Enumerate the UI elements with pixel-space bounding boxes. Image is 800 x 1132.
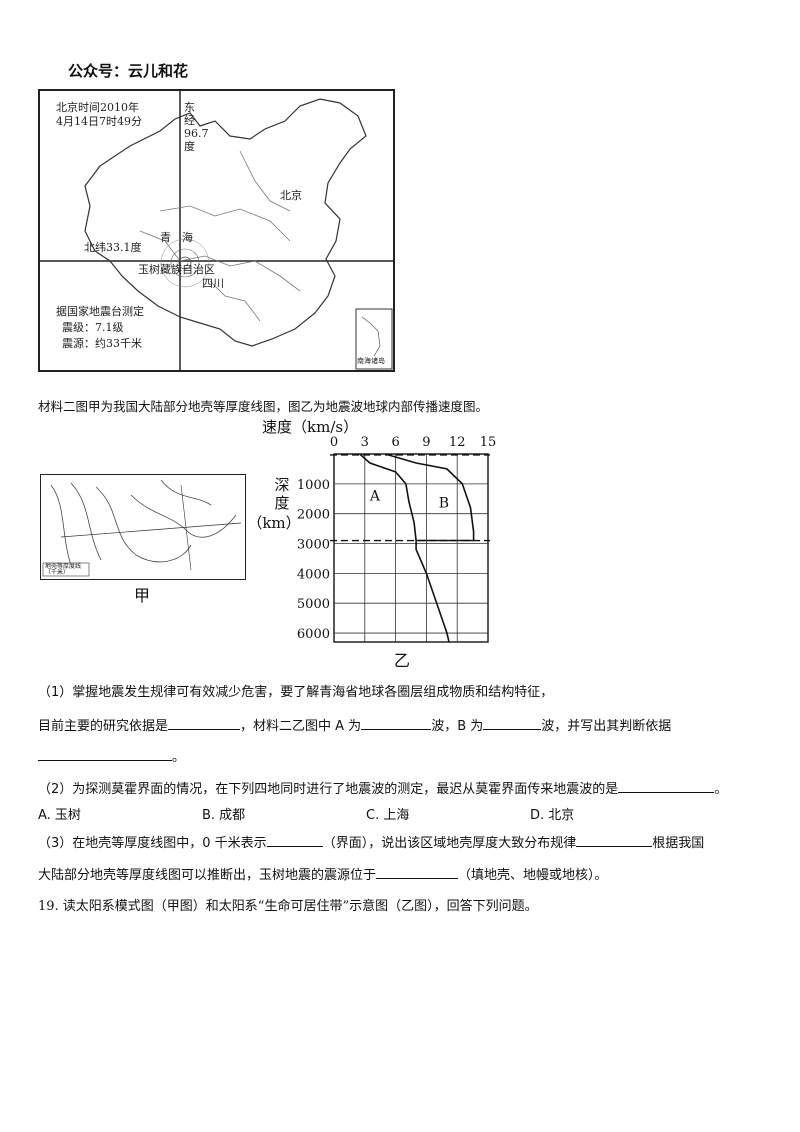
y-axis-title-part3: （km） [250, 514, 301, 532]
map-qinghai-label: 青 海 [160, 231, 193, 244]
q3-blank-pattern[interactable] [576, 832, 653, 847]
series-label-B: B [439, 496, 449, 512]
series-line-B [385, 453, 475, 643]
crust-thickness-map: 地壳等厚度线（千米） [40, 474, 246, 580]
map-time-line1: 北京时间2010年 [56, 101, 139, 114]
crust-map-legend: 地壳等厚度线（千米） [45, 563, 82, 576]
x-tick-12: 12 [449, 435, 466, 450]
seismic-wave-velocity-chart: 0 3 6 9 12 15 1000 2000 3000 4000 5000 6000 A B 速度（k… [250, 418, 497, 670]
q1-line2: 目前主要的研究依据是 ，材料二乙图中 A 为 波，B 为 波，并写出其判断依据 [38, 715, 671, 736]
q3-line2: 大陆部分地壳等厚度线图可以推断出，玉树地震的震源位于 （填地壳、地幔或地核）。 [38, 864, 608, 885]
map-source-line3: 震源：约33千米 [62, 337, 142, 350]
china-map-outline [40, 91, 393, 370]
q2-option-a[interactable]: A. 玉树 [38, 808, 81, 823]
x-tick-3: 3 [361, 435, 369, 450]
header-source: 公众号：云儿和花 [68, 62, 189, 80]
q2-stem-text: （2）为探测莫霍界面的情况，在下列四地同时进行了地震波的测定，最迟从莫霍界面传来… [38, 782, 619, 797]
series-label-A: A [369, 488, 381, 504]
map-longitude-label: 东经96.7度 [184, 101, 209, 153]
map-time-line2: 4月14日7时49分 [56, 115, 142, 128]
chart-frame [333, 453, 489, 643]
q2-option-c[interactable]: C. 上海 [366, 808, 410, 823]
q19-text: 19. 读太阳系模式图（甲图）和太阳系“生命可居住带”示意图（乙图），回答下列问… [38, 899, 538, 914]
map-sichuan-label: 四川 [202, 277, 224, 290]
y-axis-title-part2: 度 [274, 494, 289, 512]
q3-text-b: （界面），说出该区域地壳厚度大致分布规律 [322, 836, 577, 851]
map-yushu-label: 玉树藏族自治区 [138, 263, 215, 276]
fig-jia-caption: 甲 [134, 586, 151, 605]
q1-line3: 。 [38, 746, 185, 767]
q1-blank-b-wave[interactable] [483, 715, 542, 730]
series-line-A [359, 453, 417, 541]
q2-stem-end: 。 [714, 782, 728, 797]
q3-text-a: （3）在地壳等厚度线图中，0 千米表示 [38, 836, 267, 851]
map-source-line2: 震级：7.1级 [62, 321, 124, 334]
x-tick-9: 9 [422, 435, 430, 450]
q3-text-e: （填地壳、地幔或地核）。 [458, 868, 608, 883]
q1-text-a: 目前主要的研究依据是 [38, 719, 169, 734]
q1-text-b: ，材料二乙图中 A 为 [240, 719, 362, 734]
map-beijing-label: 北京 [280, 189, 302, 202]
q1-line1: （1）掌握地震发生规律可有效减少危害，要了解青海省地球各圈层组成物质和结构特征， [38, 685, 554, 700]
crust-contour-lines [42, 479, 242, 577]
q2-option-d[interactable]: D. 北京 [530, 808, 575, 823]
q3-line1: （3）在地壳等厚度线图中，0 千米表示 （界面），说出该区域地壳厚度大致分布规律 根… [38, 832, 704, 853]
x-tick-15: 15 [480, 435, 497, 450]
q3-blank-interface[interactable] [266, 832, 323, 847]
map-inset-label: 南海诸岛 [357, 357, 385, 365]
y-tick-2000: 2000 [297, 508, 330, 523]
material-2-text: 材料二图甲为我国大陆部分地壳等厚度线图，图乙为地震波地球内部传播速度图。 [38, 399, 489, 414]
q1-blank-a-wave[interactable] [361, 715, 432, 730]
map-latitude-label: 北纬33.1度 [84, 241, 142, 254]
x-tick-6: 6 [391, 435, 399, 450]
q1-blank-reason[interactable] [38, 746, 172, 761]
y-tick-6000: 6000 [297, 627, 330, 642]
x-tick-0: 0 [330, 435, 338, 450]
q2-option-b[interactable]: B. 成都 [202, 808, 246, 823]
y-tick-4000: 4000 [297, 567, 330, 582]
q3-text-d: 大陆部分地壳等厚度线图可以推断出，玉树地震的震源位于 [38, 868, 377, 883]
q2-blank-answer[interactable] [618, 778, 715, 793]
chart-caption-yi: 乙 [394, 651, 410, 670]
y-tick-1000: 1000 [297, 478, 330, 493]
china-map-figure: 北京时间2010年 4月14日7时49分 东经96.7度 北纬33.1度 青 海… [38, 89, 395, 372]
x-axis-title: 速度（km/s） [262, 418, 358, 436]
q3-text-c: 根据我国 [652, 836, 705, 851]
y-tick-5000: 5000 [297, 597, 330, 612]
q1-text-c: 波，B 为 [431, 719, 484, 734]
y-axis-title-part1: 深 [274, 476, 289, 494]
map-source-line1: 据国家地震台测定 [56, 305, 144, 318]
q2-stem: （2）为探测莫霍界面的情况，在下列四地同时进行了地震波的测定，最迟从莫霍界面传来… [38, 778, 727, 799]
y-tick-3000: 3000 [297, 538, 330, 553]
q3-blank-layer[interactable] [376, 864, 459, 879]
q1-end: 。 [172, 750, 186, 765]
q1-text-d: 波，并写出其判断依据 [541, 719, 672, 734]
q1-blank-basis[interactable] [168, 715, 241, 730]
